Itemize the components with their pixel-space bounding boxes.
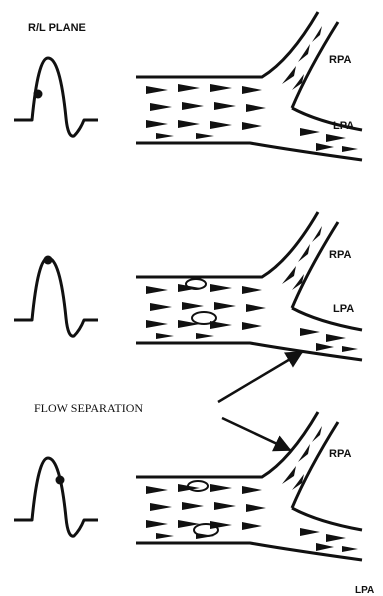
plane-title: R/L PLANE: [28, 22, 86, 34]
panel-1: RPA LPA: [14, 12, 362, 160]
phase-marker-1: [34, 90, 43, 99]
separation-zone-upper-3: [188, 481, 208, 491]
lpa-label-2: LPA: [333, 303, 354, 315]
rpa-label-3: RPA: [329, 448, 351, 460]
rpa-label-2: RPA: [329, 249, 351, 261]
pulse-waveform-1: [14, 58, 98, 136]
panel-3: RPA: [14, 412, 362, 560]
bifurcation-2: [136, 212, 362, 360]
flow-separation-arrow-down: [222, 418, 290, 450]
phase-marker-2: [44, 256, 53, 265]
separation-zone-lower-3: [194, 524, 218, 536]
flow-separation-arrow-up: [218, 352, 302, 402]
separation-zone-lower: [192, 312, 216, 324]
bifurcation-3: [136, 412, 362, 560]
pulse-waveform-3: [14, 458, 98, 536]
panel-2: RPA LPA: [14, 212, 362, 360]
rpa-label-1: RPA: [329, 54, 351, 66]
lpa-label-1: LPA: [333, 120, 354, 132]
flow-separation-label: FLOW SEPARATION: [34, 401, 143, 415]
lpa-label-3: LPA: [355, 585, 374, 596]
phase-marker-3: [56, 476, 65, 485]
pulse-waveform-2: [14, 258, 98, 336]
bifurcation-1: [136, 12, 362, 160]
